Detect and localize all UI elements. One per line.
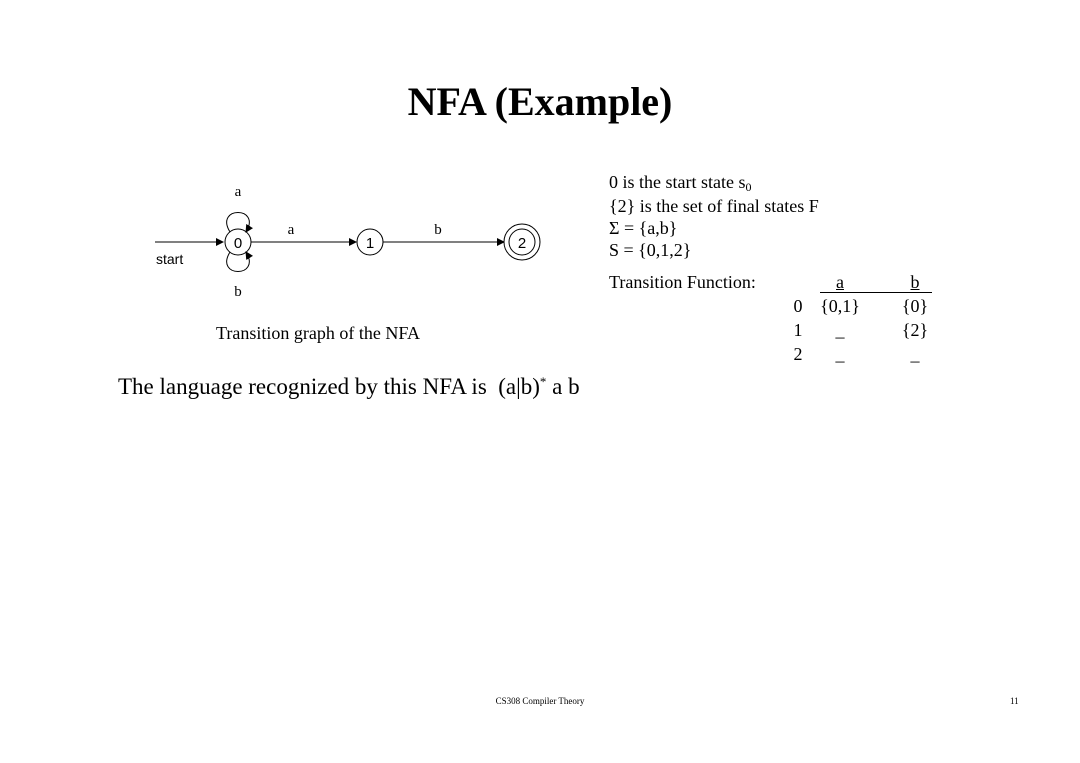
- language-regex-group: (a|b): [498, 374, 540, 399]
- state-2-label: 2: [518, 235, 526, 252]
- footer-course: CS308 Compiler Theory: [495, 696, 585, 706]
- self-loop-top-label: a: [235, 184, 242, 200]
- self-loop-bottom-label: b: [234, 284, 242, 300]
- start-label: start: [156, 251, 183, 267]
- language-prefix: The language recognized by this NFA is: [118, 374, 487, 399]
- self-loop-bottom: [226, 251, 254, 272]
- table-cell-a: _: [835, 320, 845, 340]
- transition-1-2-label: b: [434, 222, 442, 238]
- language-statement: The language recognized by this NFA is (…: [118, 374, 580, 400]
- final-states-line: {2} is the set of final states F: [609, 196, 819, 216]
- table-cell-b: {2}: [901, 320, 929, 340]
- states-line: S = {0,1,2}: [609, 240, 692, 260]
- state-0-label: 0: [234, 235, 242, 252]
- table-row-state: 0: [793, 296, 803, 316]
- language-regex-star: *: [539, 374, 547, 389]
- alphabet-line: Σ = {a,b}: [609, 218, 678, 238]
- state-2-circle: [508, 228, 536, 256]
- table-row-state: 1: [793, 320, 803, 340]
- diagram-caption: Transition graph of the NFA: [216, 323, 420, 343]
- table-cell-b: _: [910, 344, 920, 364]
- table-header-underline: [820, 292, 932, 293]
- table-cell-a: {0,1}: [820, 296, 860, 316]
- language-regex-rest: a b: [552, 374, 580, 399]
- footer-page-number: 11: [1010, 696, 1019, 706]
- table-header-b: b: [910, 272, 920, 292]
- table-cell-a: _: [835, 344, 845, 364]
- table-header-a: a: [836, 272, 844, 292]
- state-1-label: 1: [366, 235, 374, 252]
- self-loop-top: [226, 212, 254, 233]
- slide-title: NFA (Example): [407, 79, 673, 124]
- transition-function-label: Transition Function:: [609, 272, 756, 292]
- table-cell-b: {0}: [901, 296, 929, 316]
- transition-0-1-label: a: [288, 222, 295, 238]
- start-state-line: 0 is the start state s0: [609, 172, 752, 194]
- table-row-state: 2: [793, 344, 803, 364]
